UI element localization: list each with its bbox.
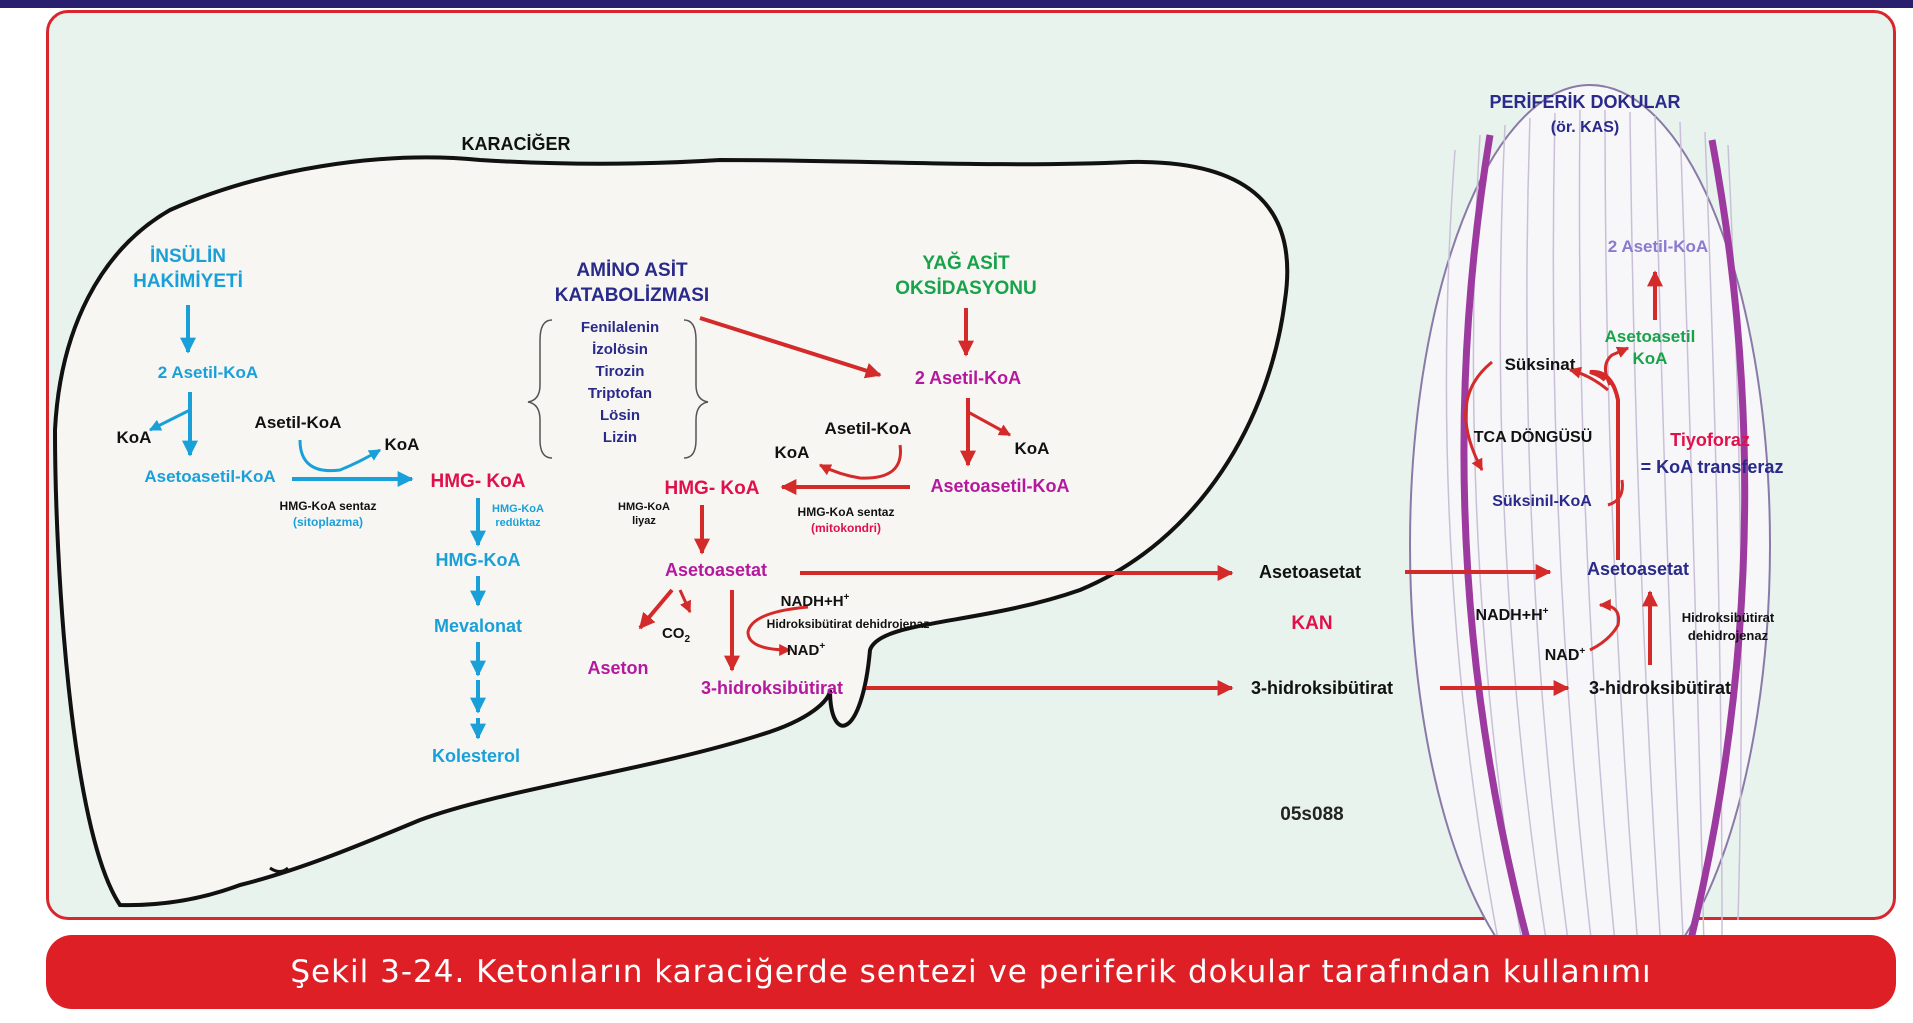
peri-transferase: = KoA transferaz: [1641, 457, 1784, 477]
peri-tca: TCA DÖNGÜSÜ: [1474, 427, 1593, 446]
cyto-cholesterol: Kolesterol: [432, 746, 520, 766]
peri-succinate: Süksinat: [1505, 355, 1576, 374]
peripheral-title2: (ör. KAS): [1551, 119, 1619, 136]
peri-nadh: NADH+H+: [1476, 606, 1549, 624]
fatty-line1: YAĞ ASİT: [922, 252, 1010, 274]
mito-compartment: (mitokondri): [811, 521, 881, 535]
cyto-acetyl2: 2 Asetil-KoA: [158, 363, 258, 382]
mito-koa-left: KoA: [775, 443, 810, 462]
caption-bar: Şekil 3-24. Ketonların karaciğerde sente…: [46, 935, 1896, 1009]
figure-caption: Şekil 3-24. Ketonların karaciğerde sente…: [290, 954, 1651, 990]
mito-acetoacetate: Asetoasetat: [665, 560, 767, 580]
amino-item: Tirozin: [596, 363, 645, 380]
mito-hydroxybutyrate: 3-hidroksibütirat: [701, 678, 843, 698]
insulin-line2: HAKİMİYETİ: [133, 271, 243, 292]
fatty-line2: OKSİDASYONU: [895, 278, 1036, 299]
mito-koa-right: KoA: [1015, 439, 1050, 458]
amino-line2: KATABOLİZMASI: [555, 285, 709, 306]
mito-lyase-1: HMG-KoA: [618, 501, 670, 513]
amino-line1: AMİNO ASİT: [576, 260, 688, 281]
cyto-hmg-koa: HMG- KoA: [431, 471, 526, 492]
insulin-line1: İNSÜLİN: [150, 246, 226, 267]
mito-synthase: HMG-KoA sentaz: [798, 505, 895, 519]
cyto-hmg-koa-2: HMG-KoA: [436, 550, 521, 570]
mito-acetone: Aseton: [587, 658, 648, 678]
mito-hmg-koa: HMG- KoA: [665, 478, 760, 499]
mito-nadh: NADH+H+: [781, 592, 850, 610]
cyto-koa-out: KoA: [385, 435, 420, 454]
blood-hydroxybutyrate: 3-hidroksibütirat: [1251, 678, 1393, 698]
peri-succinyl: Süksinil-KoA: [1492, 493, 1592, 510]
cyto-koa: KoA: [117, 428, 152, 447]
blood-acetoacetate: Asetoasetat: [1259, 562, 1361, 582]
cyto-acetoacetyl: Asetoasetil-KoA: [144, 467, 275, 486]
mito-acetoacetyl: Asetoasetil-KoA: [930, 476, 1069, 496]
peri-thiophorase: Tiyoforaz: [1670, 430, 1750, 450]
mito-acetyl2: 2 Asetil-KoA: [915, 368, 1021, 388]
amino-item: Fenilalenin: [581, 319, 659, 336]
mito-acetyl-in: Asetil-KoA: [825, 419, 912, 438]
peri-nad: NAD+: [1545, 646, 1586, 664]
peri-hydroxybutyrate: 3-hidroksibütirat: [1589, 678, 1731, 698]
cyto-compartment: (sitoplazma): [293, 515, 363, 529]
blood-label: KAN: [1291, 613, 1332, 634]
amino-item: Triptofan: [588, 385, 652, 402]
peri-dehyd-1: Hidroksibütirat: [1682, 610, 1775, 625]
cyto-reductase-2: redüktaz: [495, 517, 541, 529]
mito-lyase-2: liyaz: [632, 515, 656, 527]
amino-item: Lizin: [603, 429, 637, 446]
cyto-synthase: HMG-KoA sentaz: [280, 499, 377, 513]
peri-acetoacetate: Asetoasetat: [1587, 559, 1689, 579]
peri-dehyd-2: dehidrojenaz: [1688, 628, 1769, 643]
cyto-mevalonate: Mevalonat: [434, 616, 522, 636]
liver-title: KARACİĞER: [461, 133, 570, 154]
mito-dehydrogenase: Hidroksibütirat dehidrojenaz: [767, 617, 930, 631]
peri-acetyl2: 2 Asetil-KoA: [1608, 237, 1708, 256]
peri-acetoacetyl-2: KoA: [1633, 349, 1668, 368]
cyto-acetyl-in: Asetil-KoA: [255, 413, 342, 432]
cyto-reductase-1: HMG-KoA: [492, 503, 544, 515]
peri-acetoacetyl-1: Asetoasetil: [1605, 327, 1696, 346]
amino-item: İzolösin: [592, 341, 648, 358]
figure-id: 05s088: [1280, 804, 1343, 825]
amino-item: Lösin: [600, 407, 640, 424]
peripheral-title1: PERİFERİK DOKULAR: [1489, 92, 1680, 112]
